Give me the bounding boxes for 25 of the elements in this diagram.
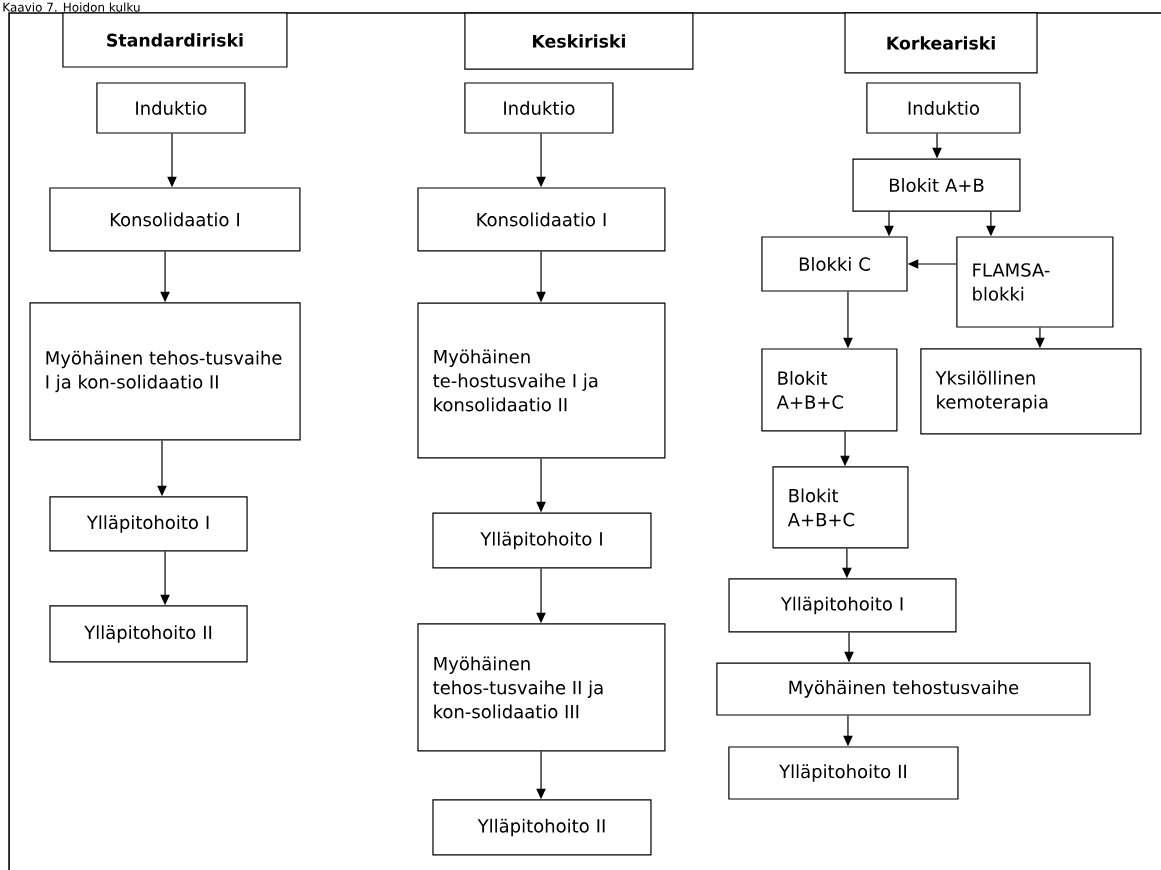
process-box: FLAMSA-blokki	[956, 236, 1114, 328]
process-box: Induktio	[866, 82, 1021, 134]
process-box: Konsolidaatio I	[417, 187, 666, 252]
process-box: Myöhäinen tehos-tusvaihe I ja kon-solidaatio II	[29, 302, 301, 441]
process-box: Blokki C	[761, 236, 908, 292]
header-box: Keskiriski	[464, 12, 694, 70]
header-box: Standardiriski	[62, 12, 288, 68]
process-box: Ylläpitohoito I	[432, 512, 652, 569]
title: Kaavio 7. Hoidon kulku	[3, 2, 140, 12]
header-box: Korkeariski	[844, 12, 1038, 74]
process-box: Yksilöllinen kemoterapia	[920, 348, 1142, 435]
process-box: Myöhäinen te-hostusvaihe I ja konsolidaatio II	[417, 302, 666, 459]
process-box: Blokit A+B+C	[772, 466, 909, 549]
process-box: Myöhäinen tehos-tusvaihe II ja kon-solidaatio III	[417, 623, 666, 752]
process-box: Induktio	[464, 82, 614, 134]
process-box: Blokit A+B+C	[761, 348, 898, 432]
process-box: Konsolidaatio I	[49, 187, 301, 252]
process-box: Ylläpitohoito II	[432, 799, 652, 856]
process-box: Induktio	[96, 82, 246, 134]
process-box: Blokit A+B	[852, 158, 1021, 212]
process-box: Ylläpitohoito II	[728, 746, 959, 800]
process-box: Myöhäinen tehostusvaihe	[716, 662, 1091, 716]
process-box: Ylläpitohoito I	[49, 496, 248, 552]
process-box: Ylläpitohoito I	[728, 578, 957, 633]
process-box: Ylläpitohoito II	[49, 605, 248, 663]
